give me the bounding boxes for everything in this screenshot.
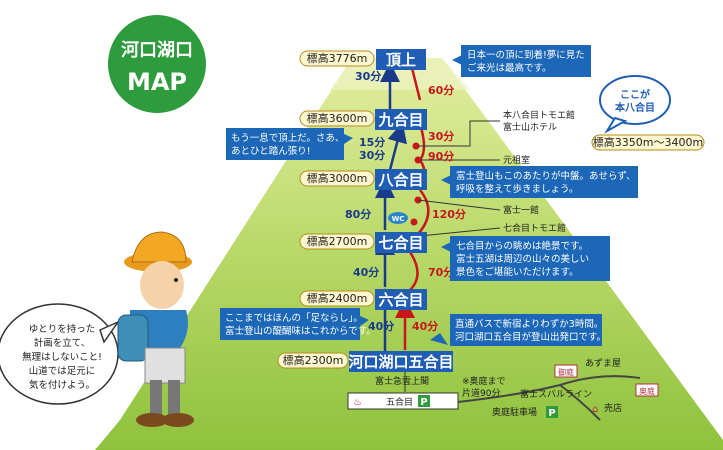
station-sixth: 六合目: [375, 289, 427, 310]
base-okuniwa-note-1: ※奥庭まで: [462, 375, 506, 387]
svg-text:標高2700m: 標高2700m: [307, 234, 368, 248]
wc-label: WC: [392, 215, 405, 223]
svg-text:六合目: 六合目: [378, 291, 423, 309]
svg-text:無理はしないこと!: 無理はしないこと!: [22, 351, 102, 363]
svg-text:ここまではほんの「足ならし」。: ここまではほんの「足ならし」。: [225, 313, 363, 324]
svg-text:標高3600m: 標高3600m: [307, 111, 368, 125]
svg-text:気を付けよう。: 気を付けよう。: [29, 379, 95, 391]
base-subaru-line: 富士スバルライン: [520, 388, 592, 400]
altitude-summit: 標高3776m: [299, 50, 375, 67]
svg-text:もう一息で頂上だ。さあ、: もう一息で頂上だ。さあ、: [231, 132, 344, 144]
time-down-9-8-b: 90分: [428, 149, 454, 163]
base-area: 富士急雲上閣 ♨ 五合目 P ※奥庭まで 片道90分 富士スバルライン 奥庭駐車…: [347, 358, 659, 421]
time-down-7-6: 70分: [428, 265, 454, 279]
base-parking-icon: [418, 395, 430, 407]
station-fifth: 河口湖口五合目: [348, 351, 454, 372]
svg-text:標高3000m: 標高3000m: [307, 171, 368, 185]
svg-text:標高3776m: 標高3776m: [307, 51, 368, 65]
svg-text:河口湖口五合目が登山出発口です。: 河口湖口五合目が登山出発口です。: [455, 331, 606, 343]
subaru-line-road: [457, 375, 641, 403]
svg-text:呼吸を整えて歩きましょう。: 呼吸を整えて歩きましょう。: [456, 183, 578, 195]
svg-text:富士登山もこのあたりが中盤。あせらず、: 富士登山もこのあたりが中盤。あせらず、: [456, 170, 636, 182]
time-up-8-9-a: 15分: [359, 135, 385, 149]
station-ninth: 九合目: [375, 109, 427, 130]
svg-text:頂上: 頂上: [386, 51, 416, 69]
base-okuniwa-parking: 奥庭駐車場: [492, 406, 537, 418]
hiker-speech-bubble: ゆとりを持った 計画を立て、 無理はしないこと! 山道では足元に 気を付けよう。: [0, 303, 121, 405]
svg-text:日本一の頂に到着!夢に見た: 日本一の頂に到着!夢に見た: [467, 49, 585, 61]
altitude-hon8: 標高3350m〜3400m: [591, 134, 705, 151]
altitude-eighth: 標高3000m: [299, 170, 375, 187]
time-down-summit-9: 60分: [428, 83, 454, 97]
base-okuniwa-note-2: 片道90分: [462, 387, 500, 399]
svg-text:ゆとりを持った: ゆとりを持った: [29, 323, 96, 335]
hiker-character-icon: [117, 231, 194, 427]
svg-text:富士登山の醍醐味はこれからです。: 富士登山の醍醐味はこれからです。: [225, 325, 376, 337]
callout-fifth: 直通バスで新宿よりわずか3時間。 河口湖口五合目が登山出発口です。: [430, 314, 606, 346]
callout-summit: 日本一の頂に到着!夢に見た ご来光は最高です。: [452, 45, 591, 77]
time-down-6-5: 40分: [412, 319, 438, 333]
time-up-5-6: 40分: [368, 319, 394, 333]
base-azumaya: あずま屋: [585, 358, 621, 369]
hon8-bubble-line1: ここが: [620, 88, 651, 101]
base-gotei: 御庭: [558, 367, 574, 377]
svg-text:七合目: 七合目: [378, 234, 423, 252]
badge-title: 河口湖口: [121, 40, 193, 61]
svg-text:標高2300m: 標高2300m: [283, 353, 344, 367]
time-up-9-summit: 30分: [355, 69, 381, 83]
hut-s7-tomoe: 七合目トモエ館: [503, 222, 566, 234]
hut-hon8-tomoe: 本八合目トモエ館: [503, 109, 575, 121]
svg-text:P: P: [548, 408, 555, 419]
callout-sixth: ここまではほんの「足ならし」。 富士登山の醍醐味はこれからです。: [220, 308, 376, 340]
svg-text:ご来光は最高です。: ご来光は最高です。: [467, 62, 552, 74]
svg-text:直通バスで新宿よりわずか3時間。: 直通バスで新宿よりわずか3時間。: [455, 318, 603, 330]
hut-leader-lines: [417, 120, 501, 237]
callout-ninth: もう一息で頂上だ。さあ、 あとひと踏ん張り!: [226, 128, 353, 160]
svg-text:計画を立て、: 計画を立て、: [34, 337, 91, 349]
time-down-8-7: 120分: [432, 207, 466, 221]
hut-fuji-ichikan: 富士一館: [503, 204, 539, 216]
svg-text:河口湖口五合目: 河口湖口五合目: [348, 353, 453, 371]
hon8-bubble-line2: 本八合目: [615, 101, 655, 114]
base-shop: 売店: [604, 402, 622, 414]
station-eighth: 八合目: [375, 169, 427, 190]
svg-text:P: P: [420, 397, 427, 408]
wc-marker: WC: [388, 212, 408, 224]
svg-text:標高3350m〜3400m: 標高3350m〜3400m: [593, 135, 703, 149]
base-gogome: 五合目: [386, 396, 413, 408]
time-up-6-7: 40分: [353, 265, 379, 279]
badge-subtitle: MAP: [127, 68, 187, 96]
hut-ganso: 元祖室: [503, 154, 530, 166]
base-okuniwa: 奥庭: [639, 386, 655, 396]
svg-text:九合目: 九合目: [377, 111, 423, 129]
altitude-fifth: 標高2300m: [277, 352, 349, 369]
title-badge: 河口湖口 MAP: [108, 15, 206, 113]
time-up-8-9-b: 30分: [359, 148, 385, 162]
callout-seventh: 七合目からの眺めは絶景です。 富士五湖は周辺の山々の美しい 景色をご堪能いただけ…: [441, 236, 610, 281]
svg-text:八合目: 八合目: [377, 171, 423, 189]
svg-text:山道では足元に: 山道では足元に: [29, 365, 96, 377]
hut-fujisan-hotel: 富士山ホテル: [503, 121, 557, 133]
hon8-bubble: ここが 本八合目: [599, 75, 671, 134]
base-fujikyu-kamiya: 富士急雲上閣: [375, 375, 429, 387]
altitude-ninth: 標高3600m: [299, 110, 375, 127]
time-down-9-8-a: 30分: [428, 129, 454, 143]
callout-eighth: 富士登山もこのあたりが中盤。あせらず、 呼吸を整えて歩きましょう。: [441, 166, 638, 198]
base-toilet-icon: ♨: [353, 397, 362, 408]
time-up-7-8: 80分: [345, 207, 371, 221]
shop-icon: ⌂: [592, 404, 598, 415]
altitude-seventh: 標高2700m: [299, 233, 375, 250]
svg-text:七合目からの眺めは絶景です。: 七合目からの眺めは絶景です。: [456, 240, 588, 252]
station-seventh: 七合目: [375, 232, 427, 253]
altitude-sixth: 標高2400m: [299, 290, 375, 307]
svg-text:景色をご堪能いただけます。: 景色をご堪能いただけます。: [456, 266, 579, 278]
svg-text:あとひと踏ん張り!: あとひと踏ん張り!: [231, 145, 311, 157]
svg-text:富士五湖は周辺の山々の美しい: 富士五湖は周辺の山々の美しい: [456, 253, 589, 265]
station-summit: 頂上: [376, 49, 426, 70]
svg-text:標高2400m: 標高2400m: [307, 291, 368, 305]
mountain-shape: [95, 58, 723, 450]
